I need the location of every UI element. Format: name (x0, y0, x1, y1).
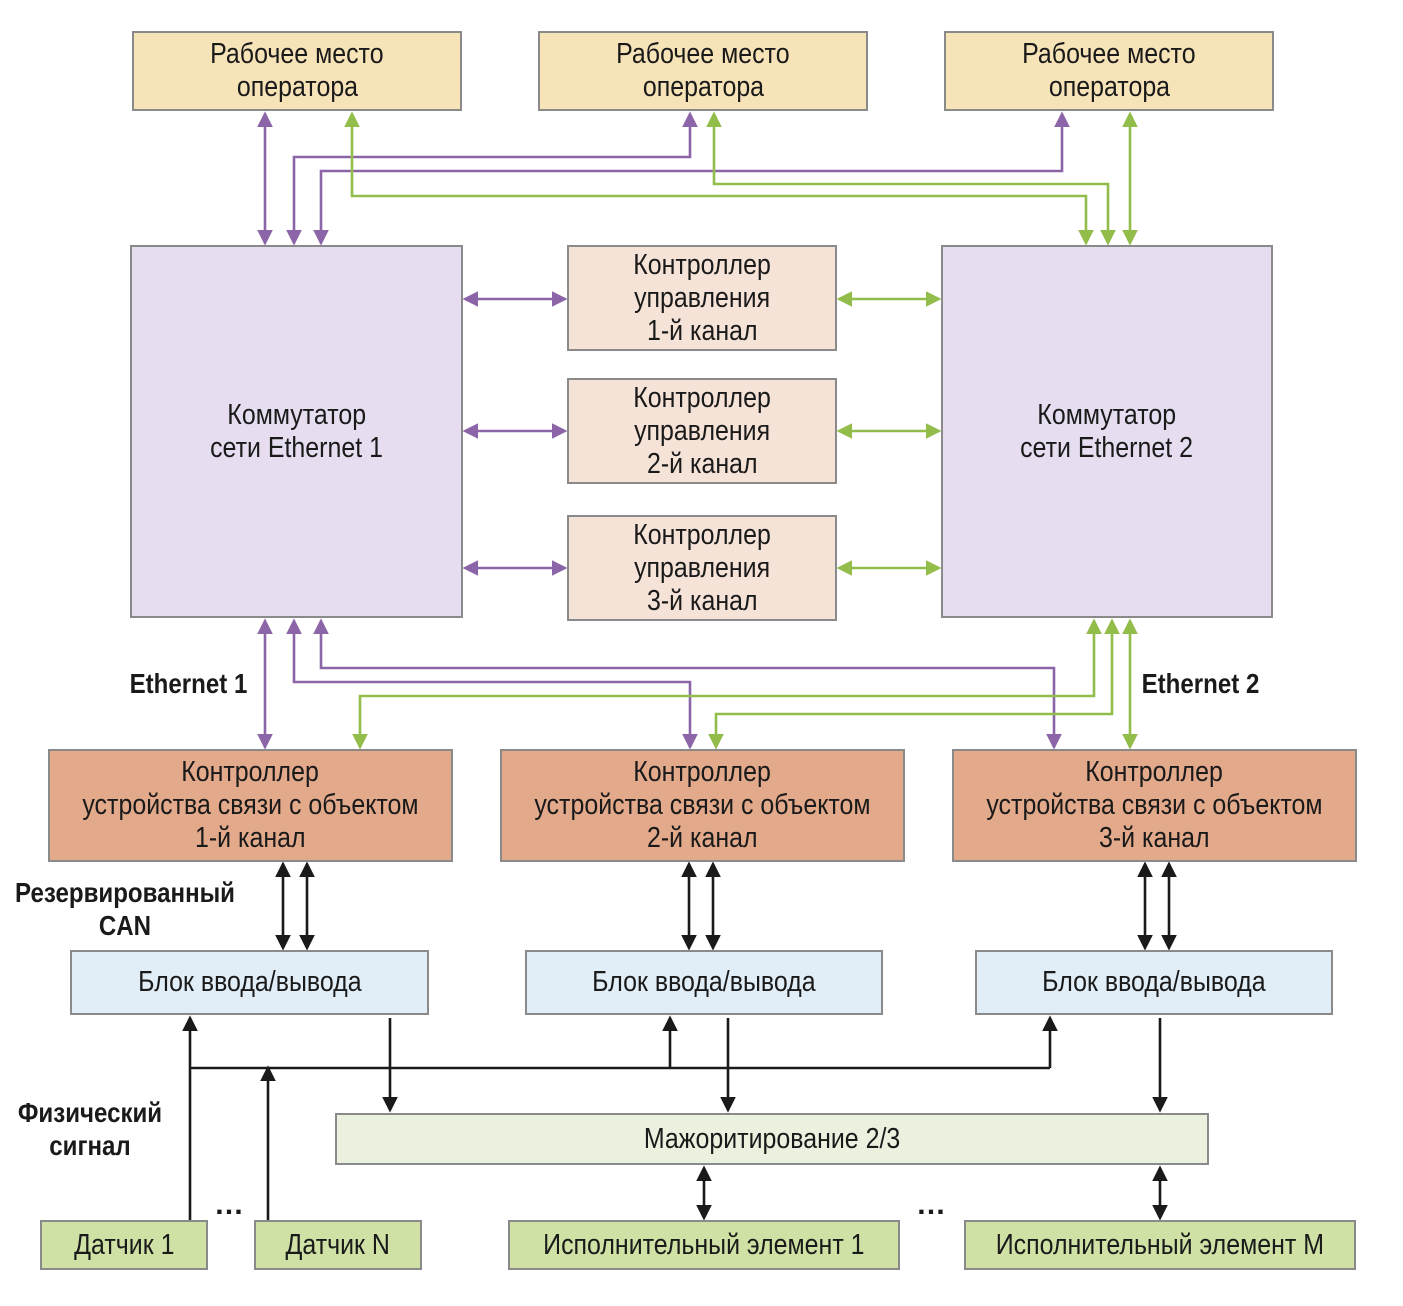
majority-block: Мажоритирование 2/3 (335, 1113, 1209, 1165)
phys-label-line1: Физический (17, 1097, 163, 1128)
io2-label: Блок ввода/вывода (592, 966, 816, 998)
io-block-1-frame (70, 950, 429, 1015)
io-block-3: Блок ввода/вывода (975, 950, 1333, 1015)
oc1-line3: 1-й канал (195, 822, 306, 854)
oc3-line1: Контроллер (1085, 756, 1224, 788)
sensor-n-frame (254, 1220, 422, 1270)
oc2-line1: Контроллер (633, 756, 772, 788)
cc3-line2: управления (633, 551, 771, 584)
cc1-line3: 1-й канал (646, 314, 758, 347)
operator-workstation-3: Рабочее место оператора (944, 31, 1274, 111)
operator-1-line2: оператора (236, 71, 358, 103)
oc3-line2: устройства связи с объектом (986, 789, 1323, 821)
object-controller-3-frame (952, 749, 1357, 862)
cc3-line1: Контроллер (633, 518, 771, 551)
operator-2-line1: Рабочее место (616, 38, 790, 70)
redundant-can-label: Резервированный CAN (9, 876, 241, 942)
actuator-m-label: Исполнительный элемент M (995, 1228, 1325, 1261)
operator-workstation-2: Рабочее место оператора (538, 31, 868, 111)
switch-2-line1: Коммутатор (1037, 398, 1177, 431)
actuator-1: Исполнительный элемент 1 (508, 1220, 900, 1270)
oc1-line1: Контроллер (181, 756, 320, 788)
object-controller-1: Контроллер устройства связи с объектом 1… (48, 749, 453, 862)
operator-workstation-1: Рабочее место оператора (132, 31, 462, 111)
can-label-line1: Резервированный (15, 877, 235, 908)
eth2-uso1-link (352, 618, 1102, 750)
ethernet-2-label: Ethernet 2 (1141, 668, 1260, 699)
eth1-uso3-link (313, 618, 1062, 750)
io-block-3-frame (975, 950, 1333, 1015)
sensor-n: Датчик N (254, 1220, 422, 1270)
cc1-line1: Контроллер (633, 248, 771, 281)
ethernet-1-label: Ethernet 1 (129, 668, 248, 699)
io3-label: Блок ввода/вывода (1042, 966, 1266, 998)
actuator-1-frame (508, 1220, 900, 1270)
control-controller-3: Контроллер управления 3-й канал (567, 515, 837, 621)
control-controller-2: Контроллер управления 2-й канал (567, 378, 837, 484)
operator-workstation-3-frame (944, 31, 1274, 111)
physical-signal-label: Физический сигнал (4, 1096, 176, 1162)
cc1-line2: управления (633, 281, 771, 314)
eth2-op2-link (706, 111, 1116, 246)
oc1-line2: устройства связи с объектом (82, 789, 419, 821)
sensor-1-frame (40, 1220, 208, 1270)
object-controller-3: Контроллер устройства связи с объектом 3… (952, 749, 1357, 862)
io-block-2: Блок ввода/вывода (525, 950, 883, 1015)
cc2-line3: 2-й канал (646, 447, 758, 480)
actuator-1-label: Исполнительный элемент 1 (543, 1228, 865, 1261)
actuators-ellipsis: … (916, 1188, 948, 1221)
io1-label: Блок ввода/вывода (137, 966, 362, 998)
cc2-line2: управления (633, 414, 771, 447)
ethernet-switch-2: Коммутатор сети Ethernet 2 (941, 245, 1273, 618)
sensor-n-label: Датчик N (285, 1228, 391, 1261)
operator-3-line2: оператора (1048, 71, 1170, 103)
sensor-1: Датчик 1 (40, 1220, 208, 1270)
switch-1-line2: сети Ethernet 1 (210, 431, 383, 464)
actuator-m: Исполнительный элемент M (964, 1220, 1356, 1270)
control-controller-3-frame (567, 515, 837, 621)
cc3-line3: 3-й канал (646, 584, 758, 617)
object-controller-2-frame (500, 749, 905, 862)
oc2-line2: устройства связи с объектом (534, 789, 871, 821)
ethernet-switch-1: Коммутатор сети Ethernet 1 (130, 245, 463, 618)
actuator-m-frame (964, 1220, 1356, 1270)
majority-label: Мажоритирование 2/3 (643, 1122, 901, 1155)
cc2-line1: Контроллер (633, 381, 771, 414)
eth1-op3-link (313, 111, 1070, 246)
io-block-2-frame (525, 950, 883, 1015)
eth1-uso2-link (286, 618, 698, 750)
object-controller-2: Контроллер устройства связи с объектом 2… (500, 749, 905, 862)
operator-workstation-1-frame (132, 31, 462, 111)
oc3-line3: 3-й канал (1099, 822, 1210, 854)
object-controller-1-frame (48, 749, 453, 862)
control-controller-1-frame (567, 245, 837, 351)
eth1-op2-link (286, 111, 698, 246)
operator-2-line2: оператора (642, 71, 764, 103)
can-label-line2: CAN (98, 910, 152, 941)
switch-1-line1: Коммутатор (227, 398, 366, 431)
ethernet-switch-1-frame (130, 245, 463, 618)
ethernet-switch-2-frame (941, 245, 1273, 618)
control-controller-2-frame (567, 378, 837, 484)
operator-workstation-2-frame (538, 31, 868, 111)
operator-1-line1: Рабочее место (210, 38, 384, 70)
switch-2-line2: сети Ethernet 2 (1020, 431, 1194, 464)
io-block-1: Блок ввода/вывода (70, 950, 429, 1015)
sensor-1-label: Датчик 1 (73, 1228, 175, 1261)
control-controller-1: Контроллер управления 1-й канал (567, 245, 837, 351)
operator-3-line1: Рабочее место (1022, 38, 1196, 70)
eth2-uso2-link (708, 618, 1120, 750)
sensors-ellipsis: … (214, 1188, 246, 1221)
eth2-op1-link (344, 111, 1094, 246)
majority-block-frame (335, 1113, 1209, 1165)
oc2-line3: 2-й канал (647, 822, 758, 854)
phys-label-line2: сигнал (49, 1130, 131, 1161)
